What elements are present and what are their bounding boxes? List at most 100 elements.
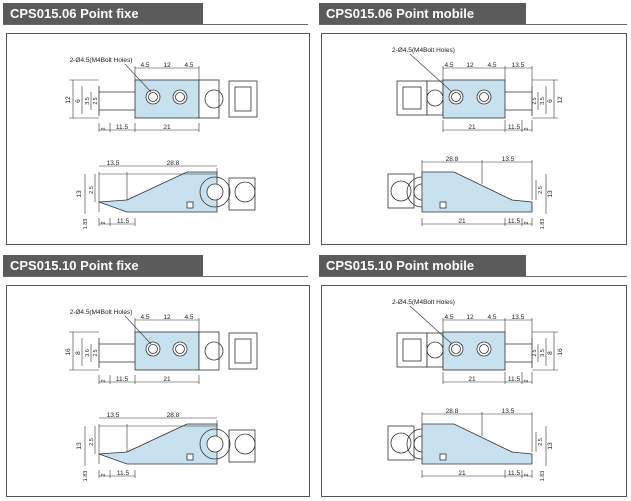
dimension-label: 2.5 — [89, 438, 95, 446]
dimension-label: 13.5 — [502, 408, 515, 415]
dimension-label: 11.5 — [117, 470, 130, 477]
chain-link-window — [402, 338, 422, 362]
dimension-label: 2.5 — [538, 438, 544, 446]
dimension-label: 28.8 — [446, 408, 459, 415]
dimension-label: 4.5 — [487, 62, 496, 69]
panel-title: CPS015.10 Point fixe — [3, 255, 203, 276]
dimension-label: 21 — [468, 376, 476, 383]
dimension-label: 2 — [101, 473, 107, 476]
dimension-label: 4.5 — [184, 314, 193, 321]
dimension-label: 2-Ø4.5(M4Bolt Holes) — [392, 299, 455, 306]
bracket-outline — [505, 86, 533, 116]
dimension-label: 6 — [547, 99, 554, 103]
bolt-hole-inner — [175, 92, 185, 102]
bolt-hole-inner — [148, 344, 158, 354]
dimension-label: 28.8 — [446, 156, 459, 163]
dimension-label: 11.5 — [116, 376, 129, 383]
chain-link — [198, 79, 220, 119]
dimension-label: 12 — [466, 62, 474, 69]
mount-block — [134, 79, 200, 119]
bracket-profile — [421, 171, 533, 213]
link-pivot — [204, 341, 224, 361]
chain-link — [426, 332, 444, 368]
chain-link — [198, 331, 220, 371]
dimension-label: 11.5 — [117, 218, 130, 225]
dimension-label: 13 — [76, 190, 83, 198]
bolt-hole-inner — [148, 92, 158, 102]
chain-pivot — [390, 180, 412, 202]
chain-link-side — [387, 425, 415, 461]
small-mark — [439, 453, 447, 461]
bolt-hole — [172, 341, 188, 357]
dimension-label: 3.5 — [85, 97, 91, 105]
small-mark — [186, 453, 194, 461]
dimension-label: 2 — [524, 379, 530, 382]
dimension-label: 2-Ø4.5(M4Bolt Holes) — [70, 57, 133, 64]
dimension-label: 2.5 — [93, 97, 99, 104]
chain-pivot — [234, 433, 256, 455]
dimension-label: 12 — [163, 62, 171, 69]
dimension-label: 21 — [163, 376, 171, 383]
dimension-label: 21 — [163, 124, 171, 131]
dimension-label: 13.5 — [107, 412, 120, 419]
dimension-label: 1.83 — [83, 219, 89, 230]
dimension-label: 13.5 — [107, 160, 120, 167]
dimension-label: 1.83 — [83, 471, 89, 482]
small-mark — [439, 201, 447, 209]
dimension-label: 28.8 — [167, 412, 180, 419]
dimension-label: 16 — [65, 348, 72, 356]
dimension-label: 13 — [547, 442, 554, 450]
dimension-label: 2-Ø4.5(M4Bolt Holes) — [70, 309, 133, 316]
dimension-label: 13.5 — [502, 156, 515, 163]
dimension-label: 2.5 — [538, 186, 544, 194]
sprocket — [199, 176, 231, 208]
small-mark — [186, 201, 194, 209]
bracket-profile — [98, 171, 218, 213]
dimension-label: 4.5 — [444, 314, 453, 321]
dimension-label: 3.6 — [85, 349, 91, 357]
dimension-label: 8 — [75, 351, 82, 355]
dimension-label: 11.5 — [508, 218, 521, 225]
dimension-label: 2.5 — [89, 186, 95, 194]
dimension-label: 11.5 — [508, 124, 521, 131]
dimension-label: 13 — [547, 190, 554, 198]
dimension-label: 3.5 — [540, 97, 546, 105]
sprocket — [199, 428, 231, 460]
bolt-hole — [448, 89, 464, 105]
chain-link-side — [228, 177, 256, 211]
dimension-label: 2.5 — [532, 97, 538, 104]
panel-title: CPS015.06 Point mobile — [319, 3, 526, 24]
bracket-outline — [98, 338, 135, 368]
dimension-label: 28.8 — [167, 160, 180, 167]
title-underline — [3, 276, 308, 277]
dimension-label: 12 — [466, 314, 474, 321]
dimension-label: 4.5 — [184, 62, 193, 69]
chain-link — [426, 80, 444, 116]
dimension-label: 1.83 — [540, 219, 546, 230]
dimension-label: 13 — [76, 442, 83, 450]
chain-link-window — [234, 338, 252, 364]
sprocket-hub — [206, 183, 224, 201]
dimension-label: 11.5 — [508, 376, 521, 383]
dimension-label: 21 — [458, 218, 466, 225]
dimension-label: 2 — [524, 127, 530, 130]
title-underline — [319, 24, 627, 25]
dimension-label: 1.83 — [540, 471, 546, 482]
dimension-label: 2 — [101, 379, 107, 382]
chain-link-window — [402, 86, 422, 110]
title-underline — [319, 276, 627, 277]
chain-pivot — [234, 181, 256, 203]
link-pivot — [204, 89, 224, 109]
dimension-label: 11.5 — [116, 124, 129, 131]
dimension-label: 12 — [65, 96, 72, 104]
bolt-hole-inner — [479, 92, 489, 102]
mount-block — [134, 331, 200, 371]
